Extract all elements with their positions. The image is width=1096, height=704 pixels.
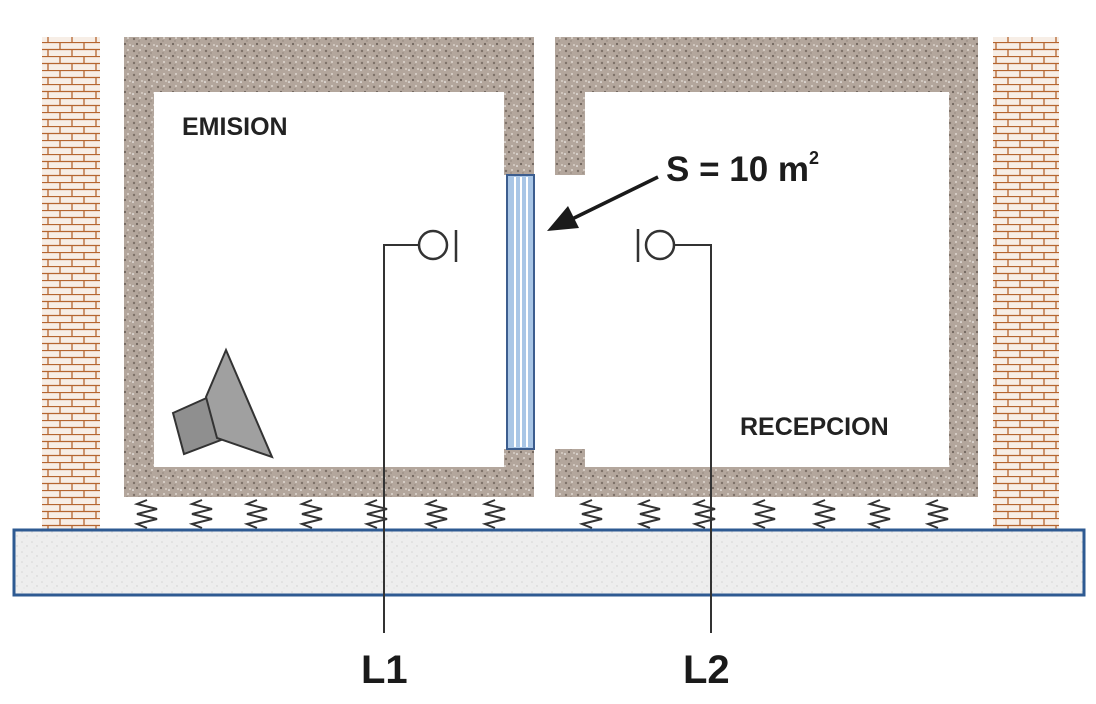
spring-icon — [423, 499, 448, 529]
springs — [133, 499, 949, 529]
spring-icon — [481, 499, 506, 529]
area-label: S = 10 m2 — [666, 148, 820, 190]
spring-icon — [751, 499, 776, 529]
spring-icon — [866, 499, 891, 529]
floor-slab — [12, 528, 1086, 597]
spring-icon — [811, 499, 836, 529]
spring-icon — [363, 499, 388, 529]
brick-wall-left — [42, 37, 100, 530]
microphone-icon — [636, 229, 676, 262]
area-text: S = 10 m — [666, 150, 810, 189]
microphone-cables — [383, 244, 712, 633]
spring-icon — [578, 499, 603, 529]
spring-icon — [188, 499, 213, 529]
microphone-icon — [417, 229, 458, 262]
microphone-label-l1: L1 — [361, 648, 408, 692]
brick-wall-right — [993, 37, 1059, 530]
room-reception-walls — [555, 37, 978, 497]
spring-icon — [298, 499, 323, 529]
test-window — [506, 174, 535, 450]
spring-icon — [636, 499, 661, 529]
room-label-emission: EMISION — [182, 113, 288, 141]
speaker-icon — [171, 347, 274, 459]
area-superscript: 2 — [809, 148, 820, 169]
spring-icon — [133, 499, 158, 529]
spring-icon — [691, 499, 716, 529]
microphone-label-l2: L2 — [683, 648, 730, 692]
spring-icon — [924, 499, 949, 529]
spring-icon — [243, 499, 268, 529]
room-label-reception: RECEPCION — [740, 413, 889, 441]
room-emission-walls — [124, 37, 534, 497]
arrow-icon — [547, 175, 659, 231]
